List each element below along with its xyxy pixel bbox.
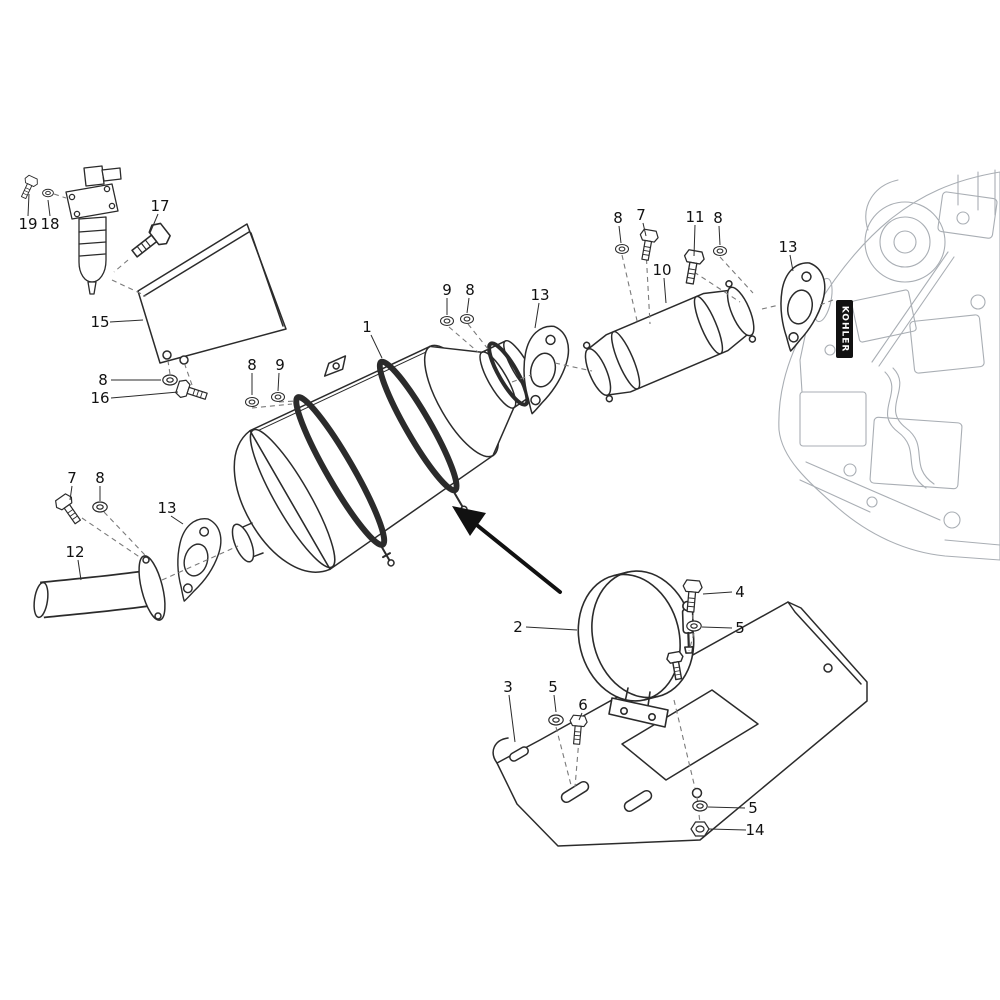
direction-arrow bbox=[452, 506, 562, 594]
callout-leader-3-25 bbox=[508, 694, 516, 743]
callout-leader-18-1 bbox=[47, 199, 51, 217]
callout-leader-1-8 bbox=[370, 334, 383, 359]
callout-14-29: 14 bbox=[745, 821, 764, 839]
band-clamp bbox=[577, 570, 695, 728]
engine-reference-sketch bbox=[778, 169, 1000, 561]
washer-5-clamp bbox=[686, 620, 702, 632]
callout-8-4: 8 bbox=[98, 371, 108, 389]
callout-leader-4-23 bbox=[702, 591, 733, 595]
gasket-tail-pipe bbox=[164, 512, 228, 608]
muffler-band-clamp-rear bbox=[376, 358, 460, 494]
washer-9-clamp-rear bbox=[439, 315, 455, 327]
callout-leader-2-22 bbox=[525, 626, 578, 631]
callout-leader-13-17 bbox=[789, 254, 794, 272]
callout-7-13: 7 bbox=[636, 206, 646, 224]
arrow-head bbox=[452, 506, 486, 536]
callout-3-25: 3 bbox=[503, 678, 513, 696]
callout-leader-11-14 bbox=[693, 224, 696, 257]
callout-leader-17-2 bbox=[149, 213, 159, 234]
callout-leader-8-12 bbox=[618, 225, 622, 244]
callout-8-15: 8 bbox=[713, 209, 723, 227]
callout-leader-8-10 bbox=[466, 297, 470, 314]
callout-13-17: 13 bbox=[778, 238, 797, 256]
callout-9-7: 9 bbox=[275, 356, 285, 374]
washer-8-shield bbox=[162, 374, 178, 386]
muffler-vband-clamp bbox=[487, 341, 530, 407]
callout-leader-16-5 bbox=[110, 391, 179, 399]
washer-5-plate bbox=[548, 714, 564, 726]
callout-leader-14-29 bbox=[708, 828, 747, 831]
callout-leader-12-21 bbox=[77, 559, 82, 581]
callout-2-22: 2 bbox=[513, 618, 523, 636]
callout-7-18: 7 bbox=[67, 469, 77, 487]
muffler-dpf bbox=[231, 339, 538, 573]
callout-leader-13-20 bbox=[170, 515, 184, 525]
muffler-band-clamp-front bbox=[293, 394, 388, 548]
callout-18-1: 18 bbox=[40, 215, 59, 233]
callout-9-9: 9 bbox=[442, 281, 452, 299]
washer-18 bbox=[42, 188, 54, 198]
callout-5-24: 5 bbox=[735, 619, 745, 637]
washer-8-tailpipe bbox=[92, 501, 108, 513]
callout-leader-8-15 bbox=[718, 225, 721, 246]
bolt-19 bbox=[17, 173, 40, 201]
callout-19-0: 19 bbox=[18, 215, 37, 233]
callout-leader-7-13 bbox=[642, 222, 647, 237]
callout-5-28: 5 bbox=[748, 799, 758, 817]
callout-leader-6-27 bbox=[578, 712, 583, 721]
nut-14 bbox=[690, 821, 710, 837]
heat-shield bbox=[137, 223, 287, 365]
callout-15-3: 15 bbox=[90, 313, 109, 331]
callout-leader-5-24 bbox=[701, 626, 733, 629]
callout-8-10: 8 bbox=[465, 281, 475, 299]
callout-leader-5-28 bbox=[707, 806, 746, 809]
washer-8-pipe bbox=[614, 243, 630, 255]
callout-8-12: 8 bbox=[613, 209, 623, 227]
callout-10-16: 10 bbox=[652, 261, 671, 279]
callout-4-23: 4 bbox=[735, 583, 745, 601]
washer-8-clamp-front bbox=[244, 396, 260, 408]
callout-8-19: 8 bbox=[95, 469, 105, 487]
callout-17-2: 17 bbox=[150, 197, 169, 215]
bolt-11 bbox=[679, 248, 706, 286]
washer-5-under-plate bbox=[692, 800, 708, 812]
engine-brand-label: KOHLER bbox=[840, 306, 850, 353]
tail-pipe-opening bbox=[33, 581, 49, 619]
callout-leader-10-16 bbox=[663, 277, 667, 304]
tail-pipe-flange bbox=[138, 555, 166, 621]
callout-11-14: 11 bbox=[685, 208, 704, 226]
bolt-7-pipe bbox=[635, 228, 660, 262]
engine-brand-tag: KOHLER bbox=[836, 300, 853, 358]
callout-leader-5-26 bbox=[553, 694, 557, 713]
callout-5-26: 5 bbox=[548, 678, 558, 696]
washer-9-clamp-front bbox=[270, 391, 286, 403]
tail-pipe bbox=[33, 555, 166, 621]
bolt-16 bbox=[174, 377, 210, 406]
bolt-17 bbox=[126, 219, 174, 264]
washer-8-clamp-rear bbox=[459, 313, 475, 325]
muffler-outlet-flange bbox=[231, 523, 255, 563]
callout-12-21: 12 bbox=[65, 543, 84, 561]
callout-13-11: 13 bbox=[530, 286, 549, 304]
callout-6-27: 6 bbox=[578, 696, 588, 714]
bolt-7-tailpipe bbox=[52, 491, 86, 528]
connector-pipe bbox=[582, 280, 757, 403]
callout-leader-7-18 bbox=[69, 485, 73, 501]
callout-leader-13-11 bbox=[534, 302, 540, 329]
callout-16-5: 16 bbox=[90, 389, 109, 407]
callout-13-20: 13 bbox=[157, 499, 176, 517]
breather-assembly bbox=[65, 165, 122, 295]
callout-8-6: 8 bbox=[247, 356, 257, 374]
brand-tag-background bbox=[836, 300, 853, 358]
callout-leader-15-3 bbox=[109, 319, 144, 323]
callout-leader-9-7 bbox=[277, 372, 280, 392]
washer-8-engine bbox=[712, 245, 728, 257]
callout-1-8: 1 bbox=[362, 318, 372, 336]
callout-leader-19-0 bbox=[27, 193, 30, 217]
